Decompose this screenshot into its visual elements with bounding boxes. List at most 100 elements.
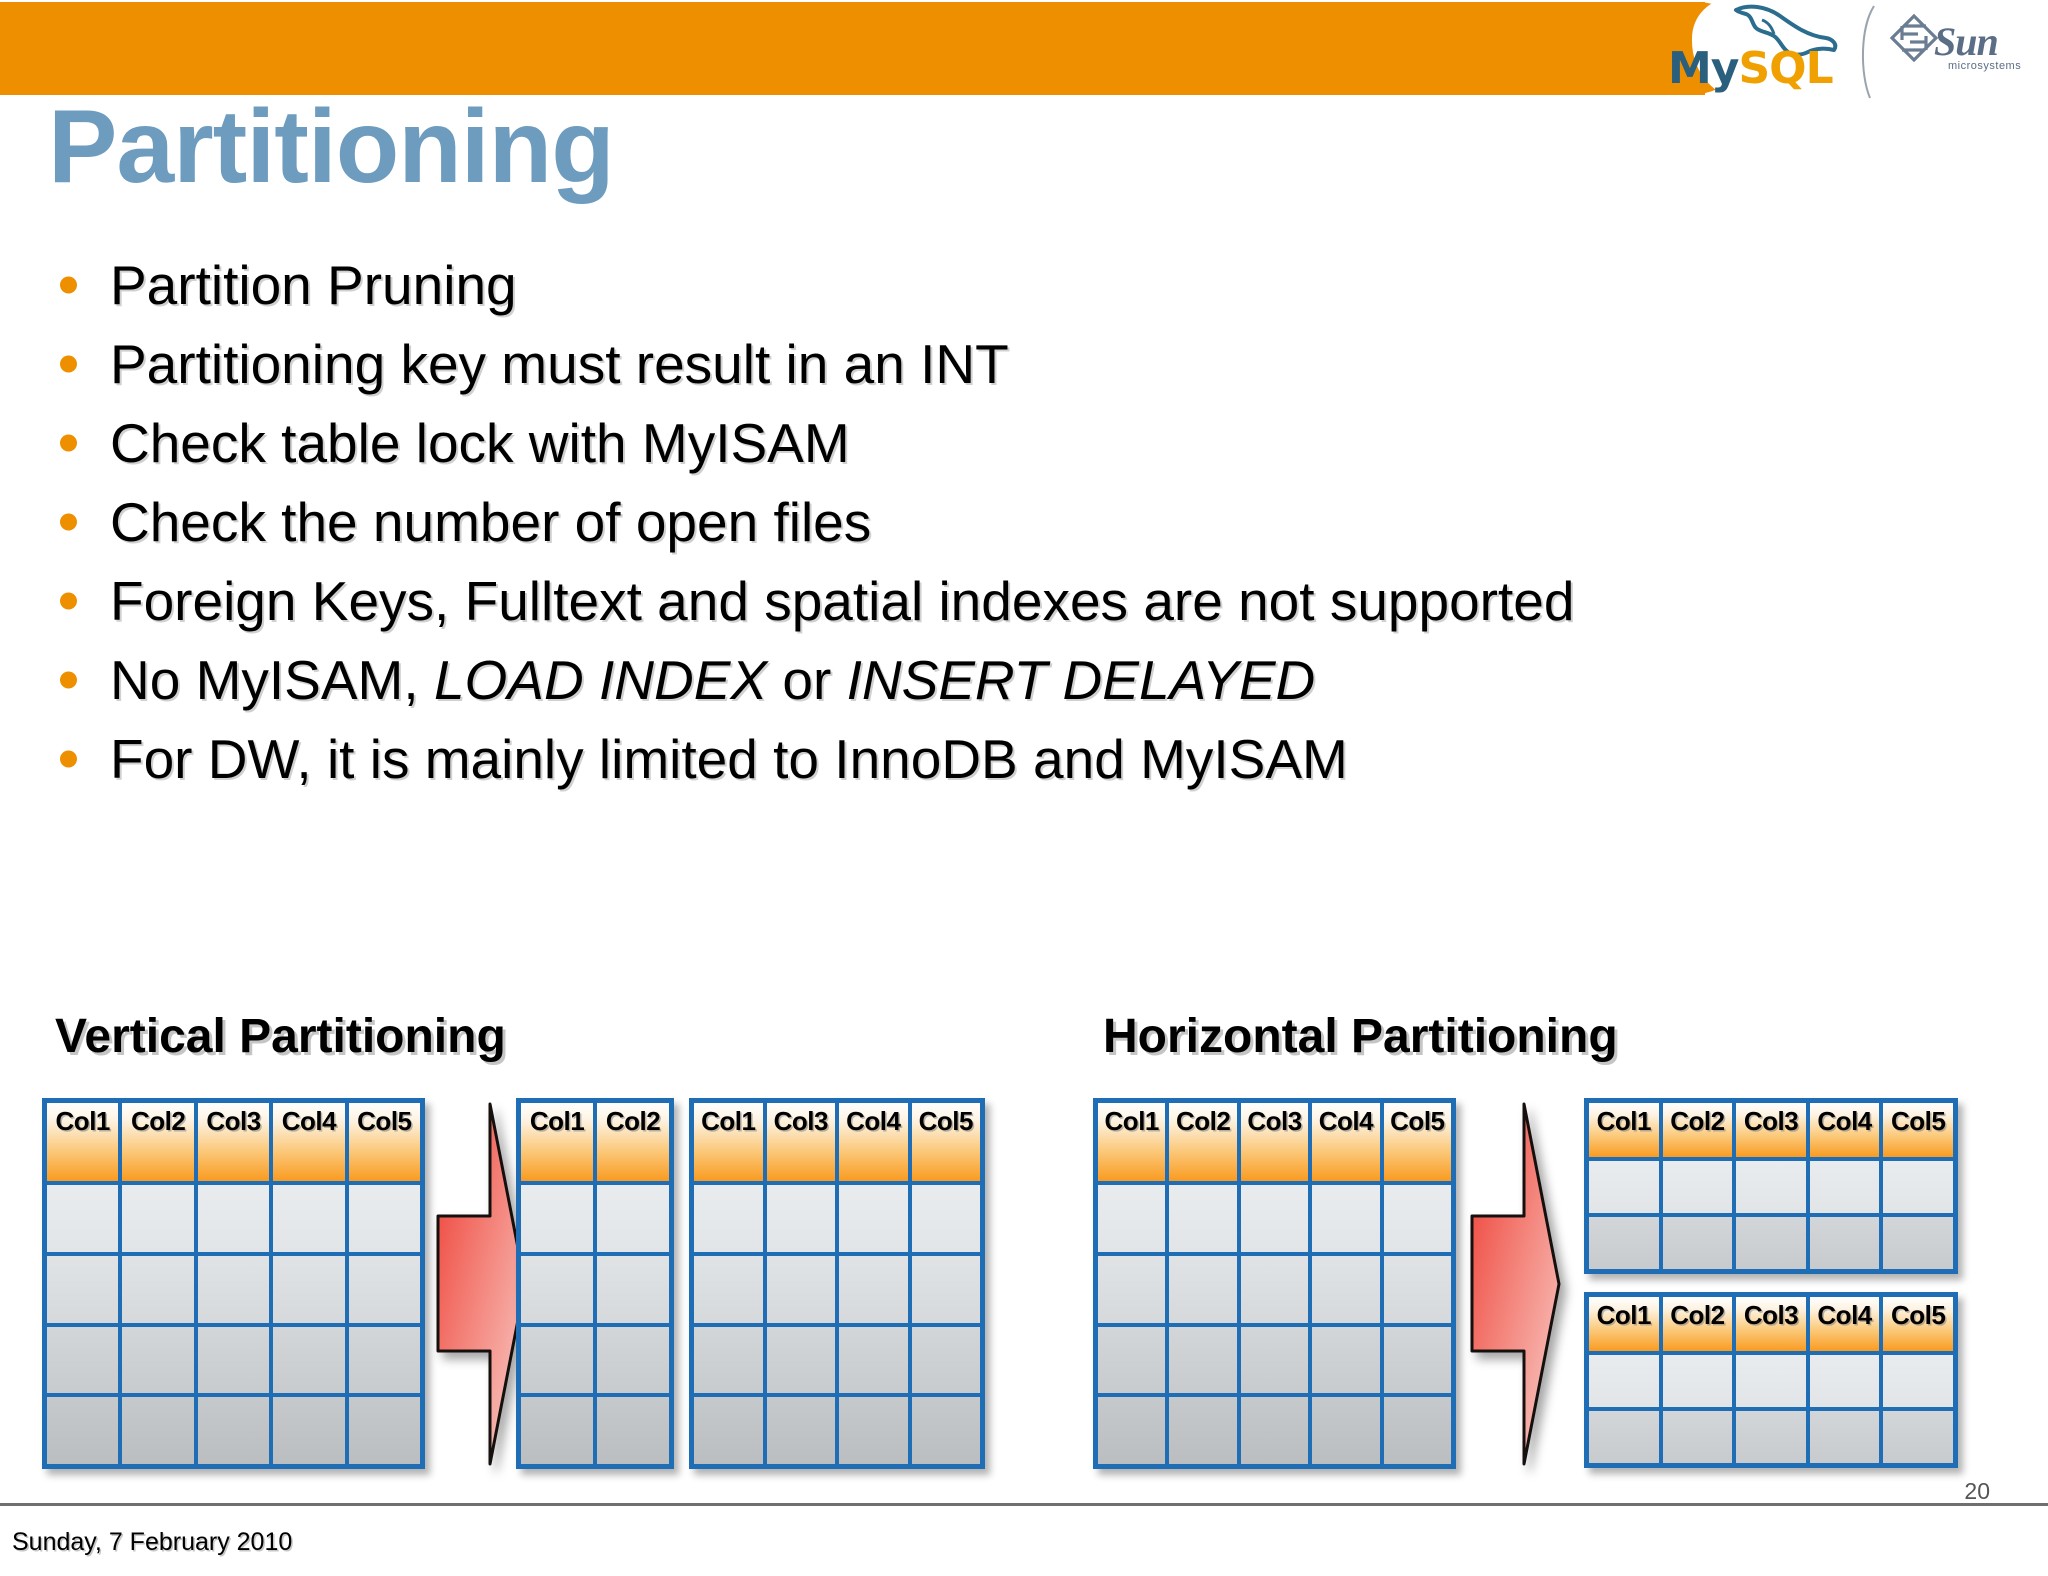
list-item: Partitioning key must result in an INT [48,324,1948,403]
table-cell [521,1255,597,1323]
table-cell [47,1185,123,1252]
table-row [1589,1217,1953,1269]
table-cell [1169,1185,1241,1252]
column-label: Col3 [206,1106,261,1136]
table-cell [1383,1326,1452,1394]
sun-logo: Sun microsystems [1886,4,2036,100]
table-cell [1312,1397,1384,1464]
table-cell [1098,1397,1170,1464]
table-cell [694,1326,767,1394]
table-cell [1169,1255,1241,1323]
table-cell [1098,1326,1170,1394]
column-label: Col2 [1670,1300,1725,1330]
column-label: Col1 [55,1106,111,1136]
table-header-cell: Col2 [597,1103,669,1181]
slide-canvas: MySQL [0,0,2048,1506]
table-row [521,1185,669,1256]
column-label: Col2 [1670,1106,1725,1136]
page-title: Partitioning [48,89,615,205]
column-label: Col3 [1743,1106,1799,1136]
footer-date: Sunday, 7 February 2010 [12,1528,293,1556]
table-header-cell: Col3 [1240,1103,1313,1181]
list-item: For DW, it is mainly limited to InnoDB a… [48,719,1948,798]
table-cell [1312,1185,1384,1252]
table-row [1098,1185,1452,1256]
bullet-text: Check the number of open files [110,490,872,553]
table-header-cell: Col1 [521,1103,597,1181]
bullet-text: Check table lock with MyISAM [110,411,850,474]
table-cell [521,1326,597,1394]
table-header-cell: Col1 [1589,1297,1663,1351]
bullet-dot-icon [60,750,77,767]
column-label: Col1 [1596,1106,1652,1136]
table-header-cell: Col5 [1383,1103,1452,1181]
table-row [1589,1161,1953,1217]
table-cell [1312,1255,1384,1323]
table-cell [911,1185,980,1252]
column-label: Col5 [1891,1106,1946,1136]
column-label: Col4 [1817,1106,1872,1136]
column-label: Col4 [281,1106,337,1136]
table-header-cell: Col1 [1098,1103,1170,1181]
bullet-text: Foreign Keys, Fulltext and spatial index… [110,569,1575,632]
table-cell [597,1397,669,1464]
table-header-cell: Col4 [1809,1103,1884,1157]
table-row [47,1185,421,1256]
table-cell [1736,1161,1810,1213]
table-cell [1736,1355,1810,1407]
table-cell [1662,1217,1737,1269]
table-cell [766,1185,839,1252]
horizontal-partitioning-heading: Horizontal Partitioning [1103,1010,1618,1063]
bullet-dot-icon [60,513,77,530]
table-header-cell: Col5 [911,1103,980,1181]
sun-subtitle: microsystems [1948,60,2022,72]
column-label: Col3 [1743,1300,1799,1330]
table-cell [521,1397,597,1464]
bullet-dot-icon [60,355,77,372]
column-label: Col1 [1104,1106,1160,1136]
table-cell [1098,1185,1170,1252]
sun-diamond-icon [1888,12,1940,69]
table-cell [694,1255,767,1323]
bullet-text: No MyISAM, LOAD INDEX or INSERT DELAYED [110,648,1316,711]
table-row [47,1326,421,1398]
table-row [521,1255,669,1327]
table-cell [1383,1397,1452,1464]
column-label: Col2 [130,1106,186,1136]
mysql-word-sql: SQL [1738,43,1833,94]
list-item: Partition Pruning [48,245,1948,324]
table-header-cell: Col4 [1312,1103,1384,1181]
table-cell [521,1185,597,1252]
table-cell [1589,1217,1663,1269]
table-cell [694,1397,767,1464]
table-cell [1240,1185,1313,1252]
table-cell [911,1255,980,1323]
column-label: Col4 [1817,1300,1872,1330]
table-cell [348,1397,421,1464]
table-row [521,1397,669,1464]
bullet-dot-icon [60,592,77,609]
table-header-cell: Col1 [1589,1103,1663,1157]
table-cell [1809,1411,1884,1463]
table-cell [766,1255,839,1323]
table-cell [597,1185,669,1252]
horizontal-result-table-1: Col1 Col2 Col3 Col4 Col5 [1584,1098,1958,1274]
table-header-cell: Col5 [1883,1103,1953,1157]
table-cell [1383,1185,1452,1252]
table-header-cell: Col5 [1883,1297,1953,1351]
table-row [1589,1411,1953,1463]
mysql-logo: MySQL [1660,2,1850,100]
table-row [47,1255,421,1327]
bullet-dot-icon [60,671,77,688]
table-cell [766,1326,839,1394]
table-cell [197,1185,274,1252]
bullet-dot-icon [60,276,77,293]
bullet-text: Partitioning key must result in an INT [110,332,1009,395]
column-label: Col1 [701,1106,756,1136]
table-cell [273,1255,349,1323]
